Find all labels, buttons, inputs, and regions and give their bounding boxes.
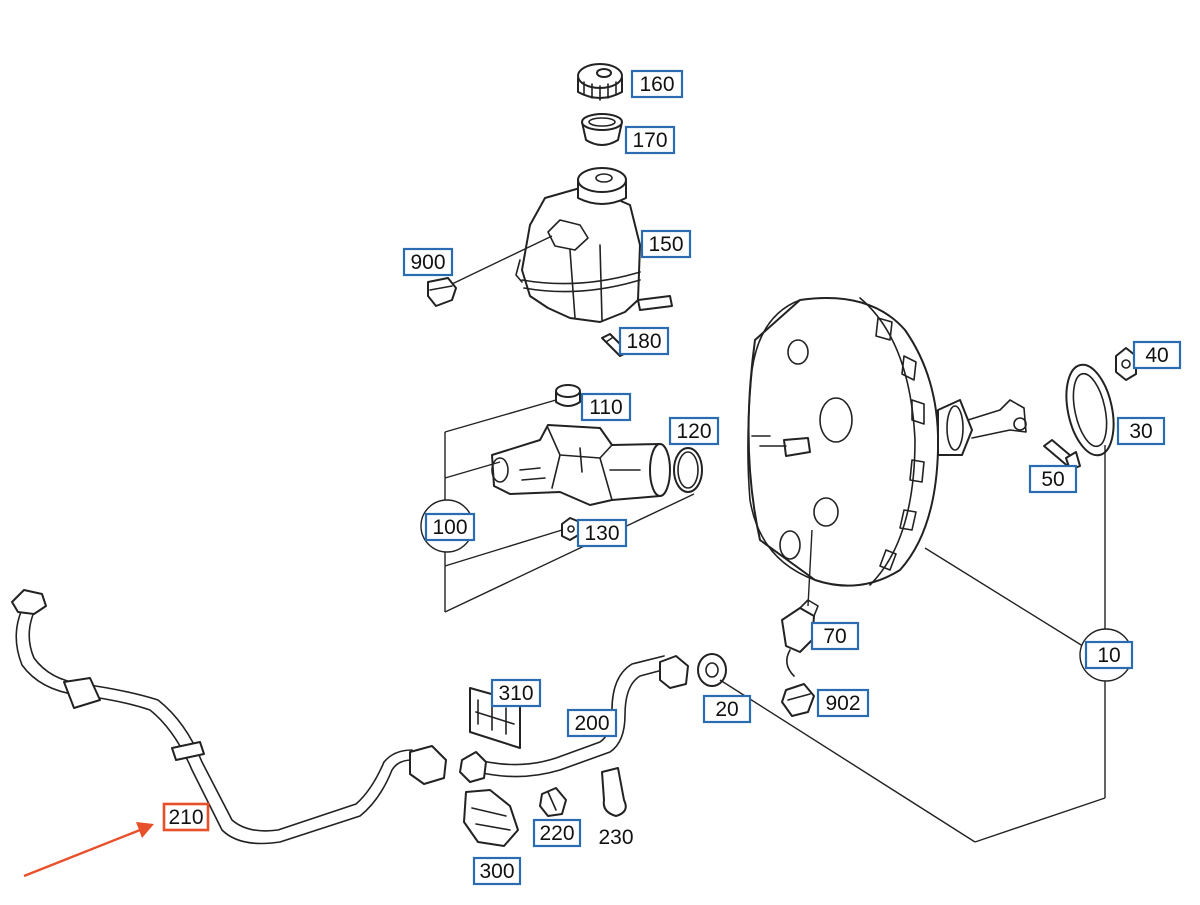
- part-100-master-cylinder: [491, 424, 671, 506]
- svg-text:130: 130: [584, 522, 619, 545]
- svg-text:100: 100: [432, 516, 467, 539]
- label-30[interactable]: 30: [1116, 416, 1166, 446]
- svg-text:70: 70: [823, 625, 846, 648]
- part-150-reservoir: [515, 167, 673, 323]
- label-50[interactable]: 50: [1028, 464, 1078, 494]
- label-40[interactable]: 40: [1132, 340, 1182, 370]
- svg-text:200: 200: [574, 712, 609, 735]
- part-120-seal-ring: [673, 447, 703, 493]
- part-30-gasket: [1065, 363, 1115, 457]
- svg-text:900: 900: [410, 251, 445, 274]
- label-160[interactable]: 160: [630, 69, 684, 99]
- label-300[interactable]: 300: [472, 856, 522, 886]
- svg-text:30: 30: [1129, 420, 1152, 443]
- svg-text:230: 230: [598, 826, 633, 849]
- svg-text:10: 10: [1097, 644, 1120, 667]
- svg-text:110: 110: [589, 396, 622, 419]
- part-220-clip: [539, 787, 567, 817]
- part-160-reservoir-cap: [577, 63, 623, 101]
- label-130[interactable]: 130: [576, 518, 628, 548]
- svg-text:20: 20: [715, 698, 738, 721]
- part-170-strainer: [581, 113, 623, 146]
- label-120[interactable]: 120: [668, 416, 720, 446]
- label-900[interactable]: 900: [402, 247, 454, 277]
- svg-text:50: 50: [1041, 468, 1064, 491]
- label-210[interactable]: 210: [162, 802, 210, 832]
- svg-text:310: 310: [498, 682, 533, 705]
- label-20[interactable]: 20: [702, 694, 752, 724]
- label-150[interactable]: 150: [640, 229, 692, 259]
- label-310[interactable]: 310: [490, 678, 542, 708]
- label-70[interactable]: 70: [810, 621, 860, 651]
- label-230[interactable]: 230: [598, 826, 633, 849]
- part-230-clamp: [601, 767, 627, 817]
- part-210-vacuum-hose: [11, 589, 447, 845]
- svg-text:150: 150: [648, 233, 683, 256]
- svg-text:300: 300: [479, 860, 514, 883]
- svg-text:170: 170: [632, 129, 667, 152]
- part-110-grommet: [555, 384, 581, 407]
- label-170[interactable]: 170: [624, 125, 676, 155]
- label-902[interactable]: 902: [816, 688, 870, 718]
- part-10-brake-booster: [747, 297, 1027, 587]
- svg-text:210: 210: [168, 806, 203, 829]
- svg-text:120: 120: [676, 420, 711, 443]
- label-180[interactable]: 180: [618, 326, 670, 356]
- part-902-connector: [781, 683, 815, 717]
- label-110[interactable]: 110: [580, 392, 632, 422]
- label-200[interactable]: 200: [566, 708, 618, 738]
- svg-text:902: 902: [825, 692, 860, 715]
- label-220[interactable]: 220: [532, 818, 582, 848]
- svg-text:160: 160: [639, 73, 674, 96]
- svg-text:180: 180: [626, 330, 661, 353]
- part-300-clip: [463, 789, 519, 847]
- part-20-grommet: [697, 653, 727, 687]
- part-900-connector: [427, 235, 553, 307]
- label-10[interactable]: 10: [1084, 640, 1134, 670]
- part-40-nut: [1115, 347, 1137, 381]
- part-200-vacuum-line: [459, 655, 689, 783]
- highlight-arrow: [23, 822, 154, 878]
- label-100[interactable]: 100: [424, 512, 476, 542]
- svg-text:40: 40: [1145, 344, 1168, 367]
- svg-text:220: 220: [539, 822, 574, 845]
